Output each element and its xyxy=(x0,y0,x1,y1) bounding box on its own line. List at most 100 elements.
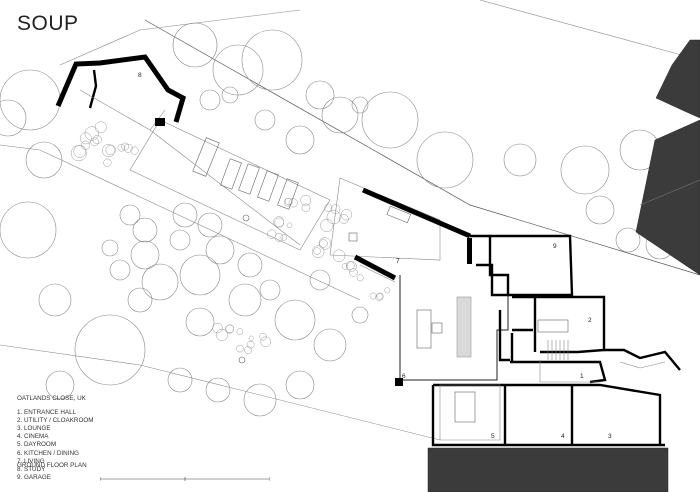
tree-canopy xyxy=(321,96,359,134)
tree-canopy xyxy=(109,259,131,281)
tree-canopy xyxy=(221,86,239,104)
brand-logo: SOUP xyxy=(17,12,79,35)
shrub xyxy=(283,197,293,207)
shrub xyxy=(79,132,92,145)
tree-canopy xyxy=(259,279,281,301)
shrub xyxy=(301,203,311,213)
tree-canopy xyxy=(416,131,474,189)
shrub xyxy=(73,145,87,158)
shrub xyxy=(260,336,271,348)
tree-canopy xyxy=(74,314,146,386)
shrub xyxy=(280,234,288,241)
tree-canopy xyxy=(169,229,191,251)
tree-canopy xyxy=(132,217,158,243)
tree-canopy xyxy=(119,204,141,226)
tree-canopy xyxy=(45,370,75,400)
shrub xyxy=(345,261,355,270)
shrub xyxy=(90,137,100,147)
legend-item: 2. UTILITY / CLOAKROOM xyxy=(17,417,94,425)
shrub xyxy=(274,233,284,242)
main-house xyxy=(395,234,681,447)
shrub xyxy=(313,247,321,255)
tree-canopy xyxy=(585,195,615,225)
tree-canopy xyxy=(25,141,63,179)
shrub xyxy=(117,144,126,152)
tree-canopy xyxy=(274,299,316,341)
tree-canopy xyxy=(615,227,641,253)
room-label-8: 8 xyxy=(138,72,142,79)
shrub xyxy=(246,340,255,349)
tree-canopy xyxy=(205,377,231,403)
room-legend: OATLANDS CLOSE, UK 1. ENTRANCE HALL 2. U… xyxy=(17,395,94,482)
legend-item: 1. ENTRANCE HALL xyxy=(17,409,77,417)
shrub xyxy=(94,121,107,134)
shrub xyxy=(244,346,253,355)
shrub xyxy=(349,268,358,277)
shrub xyxy=(123,143,133,153)
study-pavilion xyxy=(55,54,186,131)
shrub xyxy=(326,210,341,225)
tree-canopy xyxy=(205,235,235,265)
shrub xyxy=(375,293,384,301)
tree-canopy xyxy=(243,383,277,417)
shrub xyxy=(288,198,298,208)
tree-canopy xyxy=(141,263,179,301)
site-lines xyxy=(0,0,700,441)
trees-group xyxy=(0,22,675,417)
tree-canopy xyxy=(228,283,262,317)
room-label-4: 4 xyxy=(561,433,565,440)
tree-canopy xyxy=(172,202,198,228)
room-label-6: 6 xyxy=(402,373,406,380)
room-label-7: 7 xyxy=(396,258,400,265)
shrub xyxy=(340,209,353,221)
tree-canopy xyxy=(309,269,331,291)
shrub xyxy=(369,292,377,300)
tree-canopy xyxy=(313,328,347,362)
tree-canopy xyxy=(212,44,264,96)
tree-canopy xyxy=(351,96,369,114)
tree-canopy xyxy=(285,125,315,155)
shrub xyxy=(286,222,293,229)
shrub xyxy=(84,126,99,141)
shrub xyxy=(324,203,333,212)
legend-item: 5. DAYROOM xyxy=(17,441,57,449)
tree-canopy xyxy=(285,370,315,400)
legend-item: 3. LOUNGE xyxy=(17,425,51,433)
tree-canopy xyxy=(197,212,223,238)
shrub xyxy=(267,229,277,239)
shrub xyxy=(248,335,254,341)
shrub xyxy=(274,217,285,228)
tree-canopy xyxy=(127,287,153,313)
shrub xyxy=(92,135,102,145)
shrub xyxy=(376,292,384,300)
garden-furniture xyxy=(192,137,412,364)
tree-canopy xyxy=(305,80,335,110)
living-walls xyxy=(353,187,471,283)
room-label-2: 2 xyxy=(588,317,592,324)
tree-canopy xyxy=(185,307,215,337)
tree-canopy xyxy=(0,201,57,259)
legend-item: 8. STUDY xyxy=(17,465,46,473)
shrub xyxy=(319,239,328,248)
shrub xyxy=(236,344,244,353)
tree-canopy xyxy=(172,22,218,68)
shrub xyxy=(346,261,357,272)
shrub xyxy=(215,328,228,341)
tree-canopy xyxy=(167,367,193,393)
tree-canopy xyxy=(130,240,160,270)
shrub xyxy=(70,145,87,162)
shrub xyxy=(225,324,235,334)
shrub xyxy=(130,146,139,155)
scale-bar xyxy=(100,477,270,481)
terrace-lines xyxy=(129,119,441,261)
shrub xyxy=(300,194,312,206)
room-label-5: 5 xyxy=(491,433,495,440)
shrub xyxy=(311,245,325,258)
shrub xyxy=(105,144,116,156)
shrub xyxy=(318,237,332,250)
legend-item: 6. KITCHEN / DINING xyxy=(17,449,79,457)
shrub xyxy=(103,158,112,167)
tree-canopy xyxy=(361,91,419,149)
shrub xyxy=(236,328,244,336)
